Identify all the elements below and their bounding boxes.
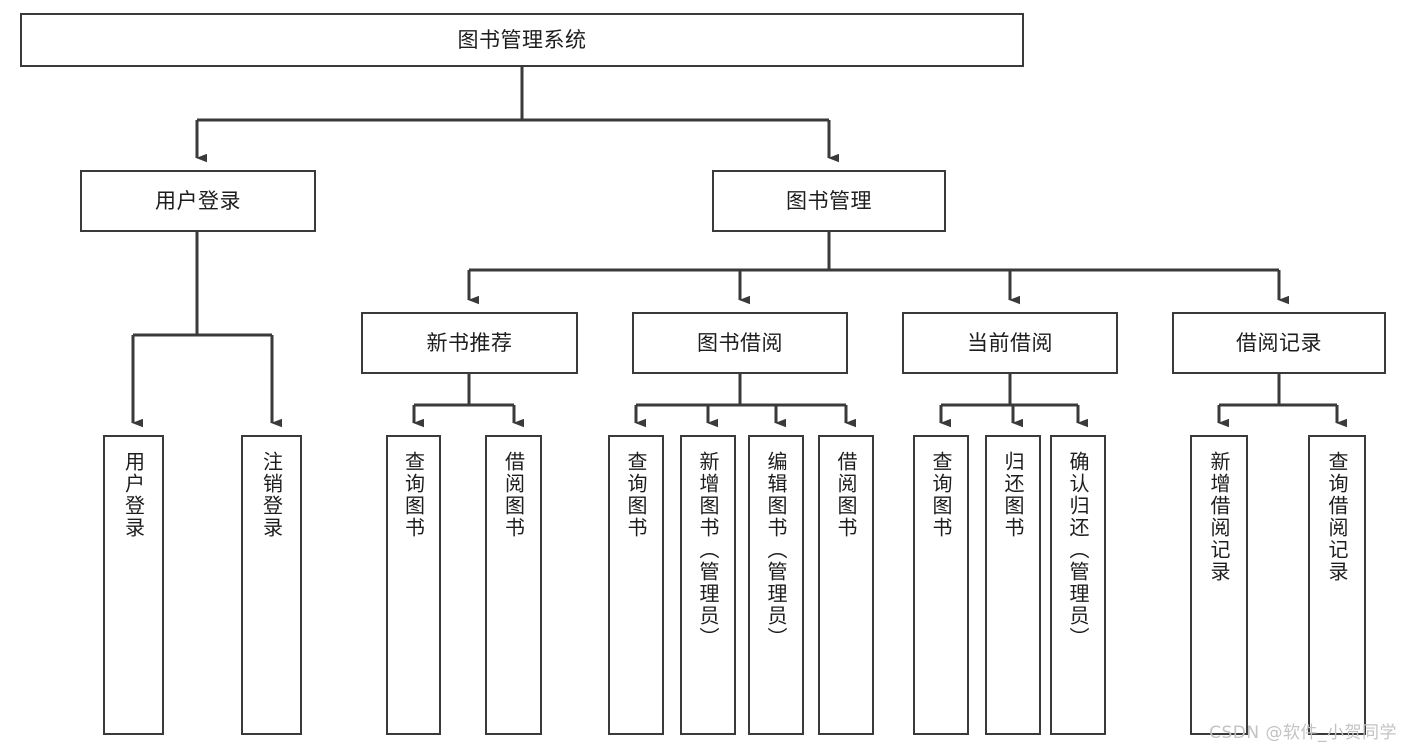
node-current-borrow[interactable]: 当前借阅 <box>902 312 1118 374</box>
node-leaf-add-record-label: 新增借阅记录 <box>1207 451 1231 583</box>
node-new-book-rec-label: 新书推荐 <box>426 330 513 355</box>
node-current-borrow-label: 当前借阅 <box>967 330 1053 355</box>
node-leaf-borrow-book-2[interactable]: 借阅图书 <box>818 435 874 735</box>
node-leaf-query-book-3-label: 查询图书 <box>929 451 953 539</box>
node-leaf-edit-book-label: 编辑图书（管理员） <box>764 451 788 649</box>
node-book-manage-label: 图书管理 <box>786 188 872 213</box>
edge-current-borrow-to-leaves <box>939 374 1088 428</box>
edge-borrow-record-to-leaves <box>1217 374 1347 428</box>
node-leaf-query-book-2[interactable]: 查询图书 <box>608 435 664 735</box>
node-leaf-add-book[interactable]: 新增图书（管理员） <box>680 435 736 735</box>
node-root[interactable]: 图书管理系统 <box>20 13 1024 67</box>
node-user-login-label: 用户登录 <box>155 188 241 213</box>
edge-new-book-rec-to-leaves <box>412 374 524 428</box>
node-leaf-return-book-label: 归还图书 <box>1001 451 1025 539</box>
node-root-label: 图书管理系统 <box>457 27 587 52</box>
node-book-borrow[interactable]: 图书借阅 <box>632 312 848 374</box>
node-leaf-query-book-1[interactable]: 查询图书 <box>386 435 441 735</box>
node-leaf-query-record[interactable]: 查询借阅记录 <box>1308 435 1366 735</box>
node-leaf-borrow-book-1[interactable]: 借阅图书 <box>485 435 542 735</box>
watermark: CSDN @软件_小贺同学 <box>1209 723 1397 743</box>
node-book-borrow-label: 图书借阅 <box>697 330 783 355</box>
node-leaf-query-book-3[interactable]: 查询图书 <box>913 435 969 735</box>
node-borrow-record[interactable]: 借阅记录 <box>1172 312 1386 374</box>
node-book-manage[interactable]: 图书管理 <box>712 170 946 232</box>
node-leaf-return-book[interactable]: 归还图书 <box>985 435 1041 735</box>
node-new-book-rec[interactable]: 新书推荐 <box>361 312 578 374</box>
node-leaf-query-book-1-label: 查询图书 <box>401 451 426 539</box>
edge-root-to-level2 <box>195 67 839 163</box>
node-leaf-query-record-label: 查询借阅记录 <box>1325 451 1349 583</box>
node-leaf-query-book-2-label: 查询图书 <box>624 451 648 539</box>
node-leaf-borrow-book-1-label: 借阅图书 <box>501 451 526 539</box>
node-leaf-borrow-book-2-label: 借阅图书 <box>834 451 858 539</box>
node-leaf-logout-label: 注销登录 <box>259 451 284 539</box>
node-user-login[interactable]: 用户登录 <box>80 170 316 232</box>
node-leaf-add-book-label: 新增图书（管理员） <box>696 451 720 649</box>
node-leaf-user-login[interactable]: 用户登录 <box>103 435 164 735</box>
node-leaf-edit-book[interactable]: 编辑图书（管理员） <box>748 435 804 735</box>
edge-book-borrow-to-leaves <box>634 374 856 428</box>
node-leaf-user-login-label: 用户登录 <box>121 451 146 539</box>
node-leaf-confirm-return-label: 确认归还（管理员） <box>1066 451 1090 649</box>
node-leaf-logout[interactable]: 注销登录 <box>241 435 302 735</box>
edge-user-login-to-leaves <box>131 232 282 428</box>
node-leaf-confirm-return[interactable]: 确认归还（管理员） <box>1050 435 1106 735</box>
node-leaf-add-record[interactable]: 新增借阅记录 <box>1190 435 1248 735</box>
edge-book-manage-to-level3 <box>467 232 1289 305</box>
node-borrow-record-label: 借阅记录 <box>1236 330 1322 355</box>
